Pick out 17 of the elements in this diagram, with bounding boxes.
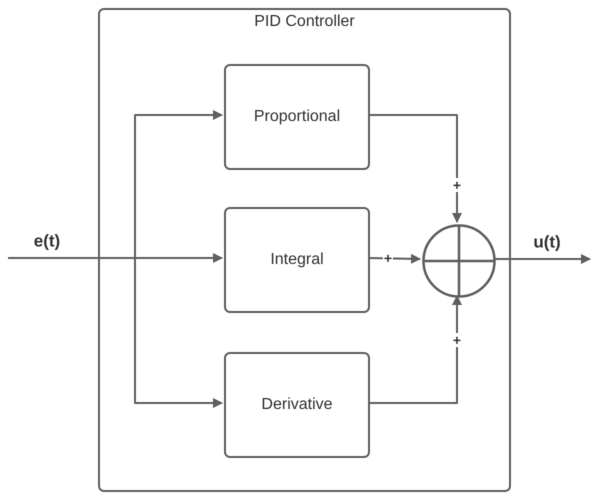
summing-junction [422,224,496,298]
edge-label: + [452,178,462,192]
block-box [224,352,370,458]
edge-label: e(t) [34,230,60,252]
arrow [368,295,462,404]
block-box [224,207,370,313]
block-label: Proportional [254,107,340,127]
controller-frame [98,8,511,492]
block-label: Integral [270,250,324,270]
edge-label: u(t) [533,231,561,254]
block-box [224,64,370,170]
frame-title: PID Controller [253,12,356,32]
edge-label: + [452,333,462,347]
arrow [368,114,462,223]
arrow [494,254,591,264]
arrow [8,257,223,408]
block-label: Derivative [261,395,333,415]
